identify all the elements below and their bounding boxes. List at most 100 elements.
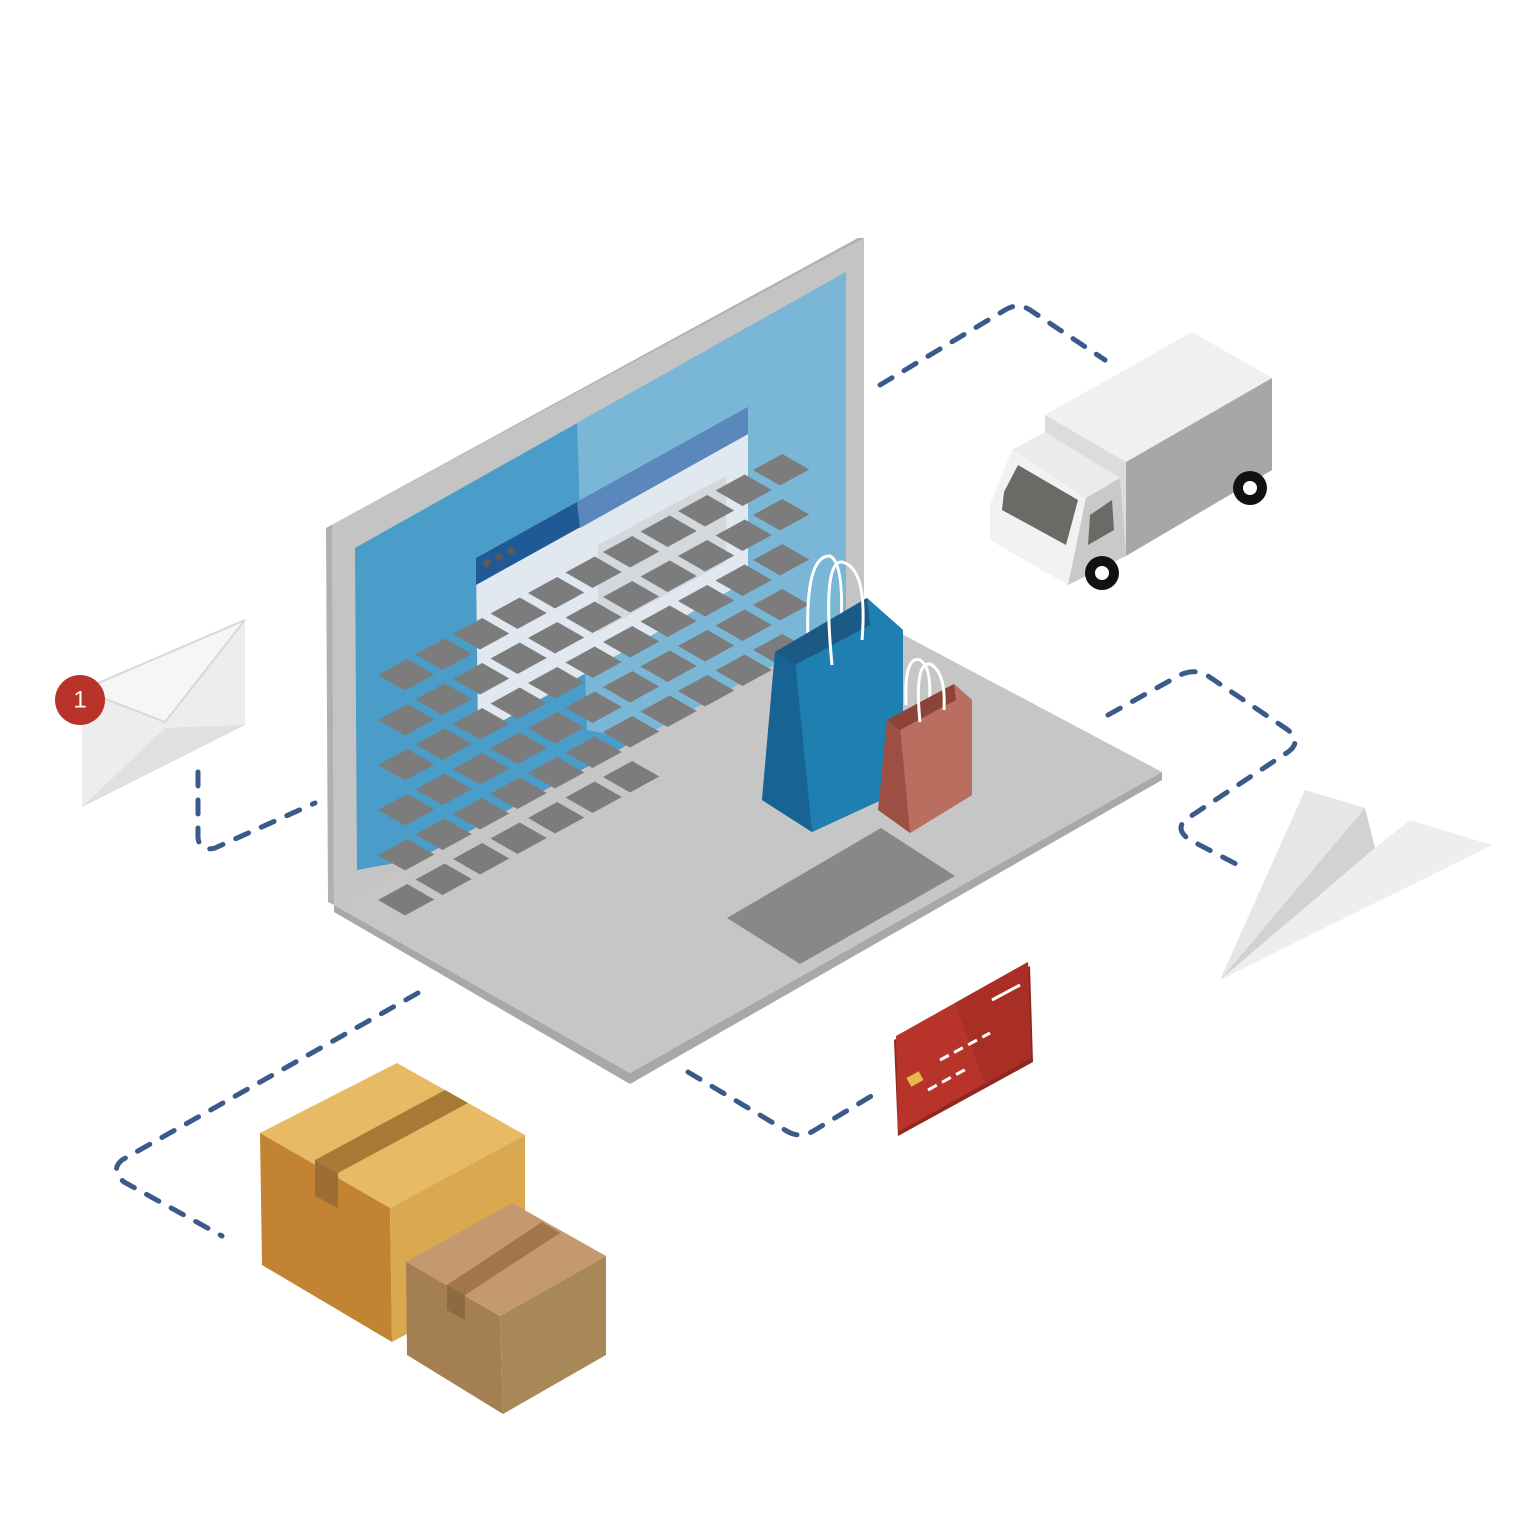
paper-plane-icon [1220,790,1492,980]
keyboard-key [528,667,585,699]
bag-handle [904,658,932,716]
large-box-tape-side [315,1160,338,1208]
keyboard-key [640,515,697,547]
keyboard-key [453,798,510,830]
keyboard-key [378,884,435,916]
keyboard-key [603,626,660,658]
keyboard-key [453,663,510,695]
keyboard-key [528,802,585,834]
keyboard-key [378,794,435,826]
window-dot-icon [483,559,491,567]
keyboard-key [715,519,772,551]
bag-handle [806,554,844,666]
connector-laptop-boxes [114,990,421,1239]
keyboard-key [678,630,735,662]
blue-bag-back-panel [762,652,812,832]
blue-bag-top [775,598,870,665]
keyboard-key [378,659,435,691]
card-line [991,983,1021,1002]
keyboard-key [453,753,510,785]
keyboard-key [603,581,660,613]
connector-laptop-plane [1105,669,1298,869]
keyboard-key [415,683,472,715]
keyboard-key [490,687,547,719]
credit-card-icon [894,962,1033,1136]
keyboard-key [378,839,435,871]
card-shine [955,962,1031,1084]
keyboard-key [678,540,735,572]
notification-count: 1 [73,687,86,714]
keyboard-key [753,499,810,531]
notification-badge [55,675,105,725]
keyboard-key [565,691,622,723]
keyboard-key [490,732,547,764]
keyboard-key [678,585,735,617]
window-dot-icon [507,547,515,555]
keyboard-key [453,618,510,650]
keyboard-key [715,609,772,641]
small-box-tape-side [447,1285,465,1320]
plane-left-wing [1220,790,1365,980]
keyboard-key [528,757,585,789]
truck-wheel-hub [1095,566,1109,580]
browser-titlebar-highlight [577,407,748,528]
envelope-lower-fold [82,725,245,807]
keyboard-key [528,622,585,654]
keyboard-key [565,736,622,768]
keyboard-key [678,675,735,707]
keyboard-key [415,638,472,670]
keyboard-key [490,597,547,629]
keyboard-key [565,601,622,633]
keyboard-key [565,781,622,813]
connector-envelope-laptop [195,769,318,852]
window-dot-icon [495,553,503,561]
envelope-icon: 1 [55,619,246,807]
keyboard-key [565,556,622,588]
small-box-tape [447,1222,560,1295]
keyboard-key [415,863,472,895]
small-box-left [406,1262,503,1414]
keyboard-key [640,695,697,727]
keyboard-key [415,818,472,850]
card-line [927,1066,969,1092]
keyboard-key [415,773,472,805]
keyboard-key [753,544,810,576]
small-box-right [500,1256,606,1414]
keyboard-key [603,716,660,748]
card-line [939,1031,991,1062]
plane-right-wing [1220,820,1492,980]
truck-icon [990,332,1272,590]
keyboard-key [715,654,772,686]
keyboard-key [753,589,810,621]
keyboard [378,454,810,916]
bag-handle [827,560,865,666]
keyboard-key [490,777,547,809]
keyboard-key [603,761,660,793]
truck-wheel-hub [1243,481,1257,495]
box-icon [260,1063,606,1414]
bag-handle [916,662,946,723]
keyboard-key [640,605,697,637]
keyboard-key [490,822,547,854]
keyboard-key [528,577,585,609]
connector-laptop-truck [877,303,1108,388]
keyboard-key [603,671,660,703]
keyboard-key [640,650,697,682]
shopping-bag-icon [762,554,972,833]
keyboard-key [415,728,472,760]
truck-cargo-side [1126,378,1272,556]
keyboard-key [528,712,585,744]
keyboard-key [715,564,772,596]
truck-side-window [1088,500,1114,545]
truck-cab-top [1012,432,1120,498]
keyboard-key [378,749,435,781]
laptop-icon [326,238,1162,1084]
keyboard-key [565,646,622,678]
card-chip-icon [906,1071,924,1087]
keyboard-key [453,843,510,875]
keyboard-key [378,704,435,736]
keyboard-key [603,536,660,568]
red-bag-top [887,684,956,730]
envelope-flap [79,619,246,724]
